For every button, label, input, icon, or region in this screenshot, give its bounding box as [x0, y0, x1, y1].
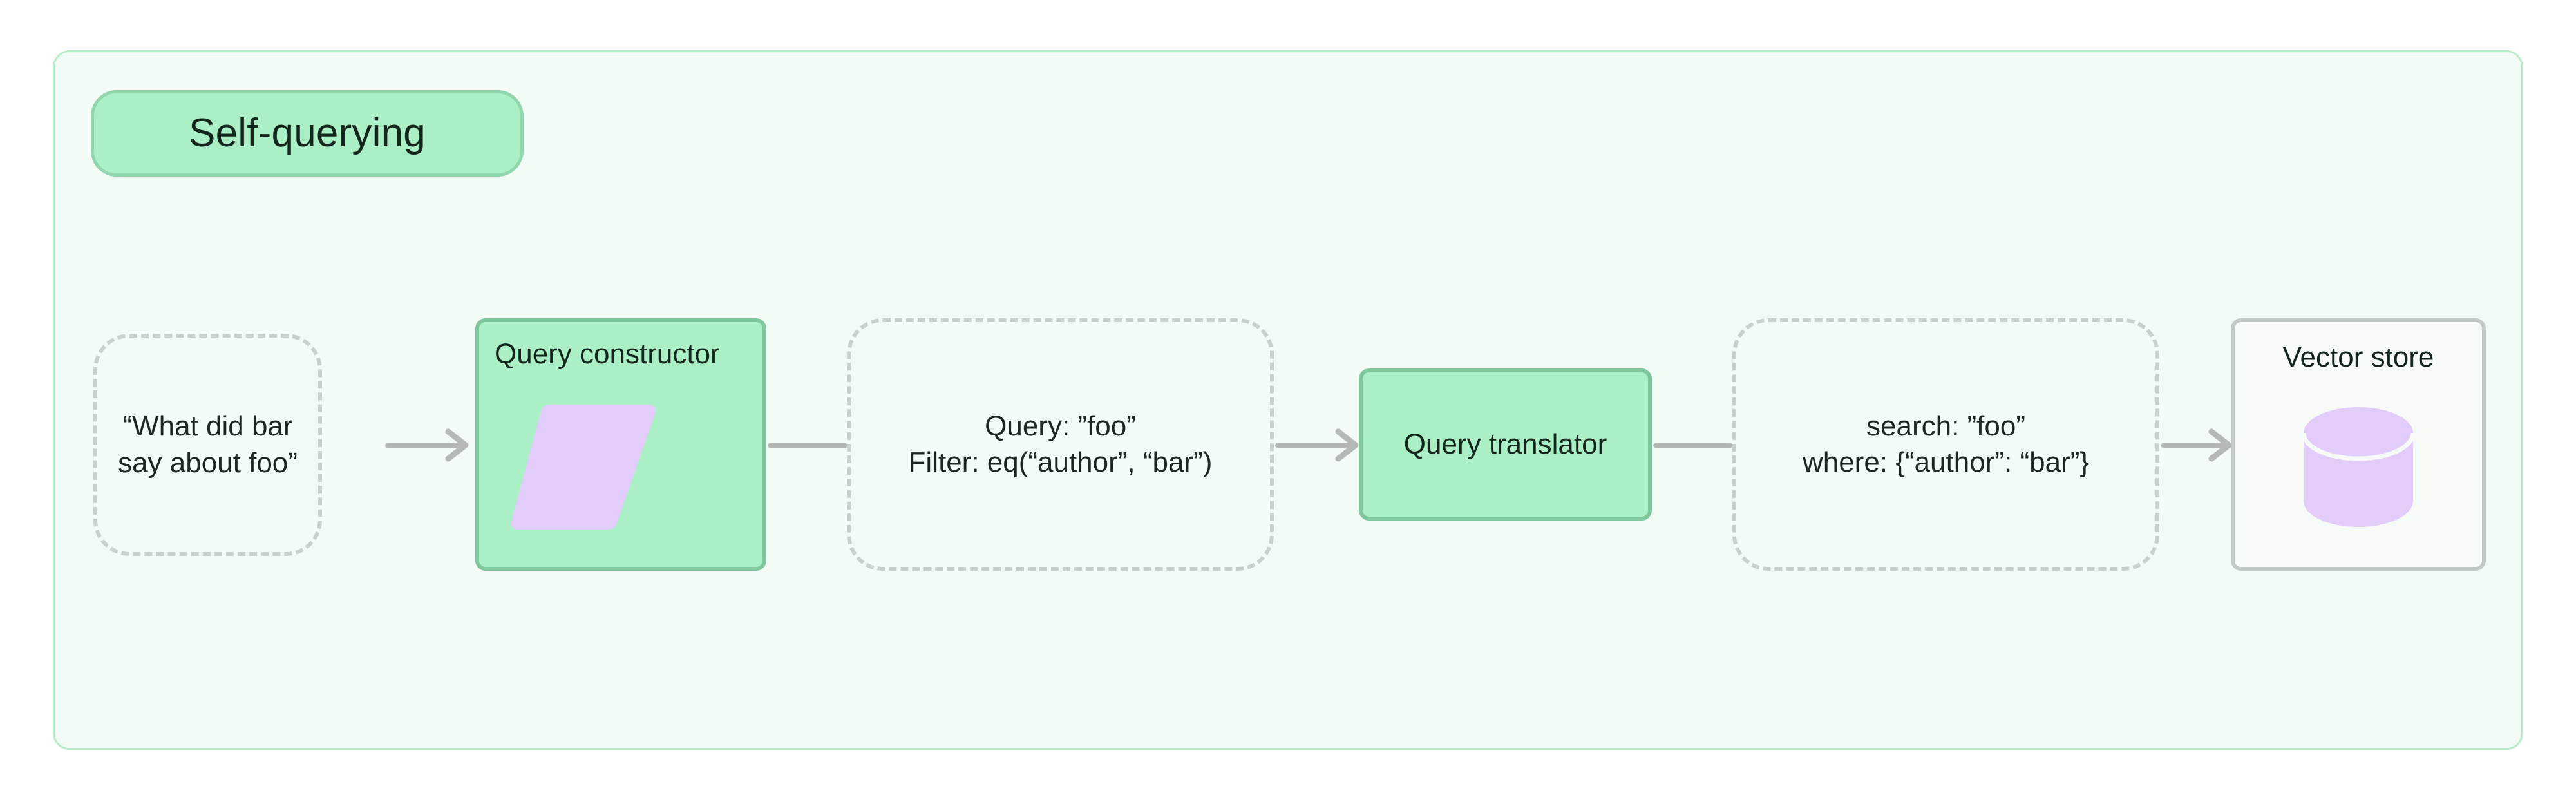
- vector-store-label: Vector store: [2282, 341, 2434, 373]
- arrowhead-icon: [445, 428, 469, 462]
- arrowhead-icon: [1335, 428, 1359, 462]
- database-cylinder-icon: [2301, 407, 2416, 527]
- node-user-question[interactable]: “What did bar say about foo”: [93, 334, 322, 556]
- connector-translator-to-translated-query: [1653, 443, 1733, 448]
- parallelogram-icon: [511, 404, 656, 530]
- translated-query-line-2: where: {“author”: “bar”}: [1802, 446, 2090, 478]
- node-structured-query[interactable]: Query: ”foo” Filter: eq(“author”, “bar”): [847, 318, 1274, 571]
- query-translator-label: Query translator: [1403, 428, 1607, 460]
- structured-query-line-1: Query: ”foo”: [985, 410, 1136, 442]
- translated-query-line-1: search: ”foo”: [1866, 410, 2025, 442]
- node-query-translator[interactable]: Query translator: [1359, 368, 1652, 521]
- query-constructor-label: Query constructor: [495, 338, 720, 370]
- node-translated-query[interactable]: search: ”foo” where: {“author”: “bar”}: [1732, 318, 2159, 571]
- connector-constructor-to-structured-query: [768, 443, 848, 448]
- user-question-line-2: say about foo”: [118, 446, 298, 479]
- node-vector-store[interactable]: Vector store: [2231, 318, 2486, 571]
- connector-translated-query-to-vector-store: [2161, 443, 2231, 448]
- connector-question-to-constructor: [385, 443, 468, 448]
- structured-query-line-2: Filter: eq(“author”, “bar”): [908, 446, 1213, 478]
- arrowhead-icon: [2208, 428, 2232, 462]
- node-query-constructor[interactable]: Query constructor: [475, 318, 766, 571]
- user-question-line-1: “What did bar: [122, 410, 293, 443]
- page-title: Self-querying: [189, 111, 426, 155]
- diagram-title-badge: Self-querying: [91, 90, 524, 177]
- connector-structured-query-to-translator: [1275, 443, 1358, 448]
